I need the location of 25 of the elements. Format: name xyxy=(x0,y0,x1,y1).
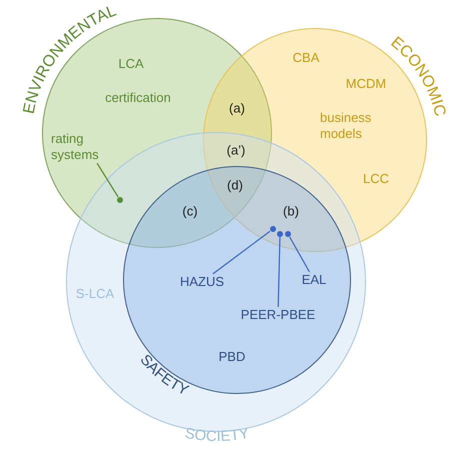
region-label: (a’) xyxy=(226,142,246,158)
leader-dot xyxy=(285,231,291,237)
method-label: S-LCA xyxy=(76,286,114,302)
region-label: (a) xyxy=(229,100,245,116)
leader-line xyxy=(212,230,270,274)
method-label: rating systems xyxy=(51,130,123,164)
method-label: MCDM xyxy=(346,76,386,92)
method-label: CBA xyxy=(292,50,320,66)
method-label: LCC xyxy=(363,170,389,188)
leader-dot xyxy=(270,226,276,232)
leader-line xyxy=(278,236,281,307)
region-label: (b) xyxy=(283,204,299,218)
method-label: HAZUS xyxy=(180,274,224,290)
method-label: PEER-PBEE xyxy=(240,306,316,324)
region-label: (c) xyxy=(182,204,198,218)
leader-dot xyxy=(277,231,283,237)
leader-dot xyxy=(117,197,123,203)
method-label: EAL xyxy=(302,272,326,288)
method-label: PBD xyxy=(218,348,246,366)
method-label: LCA xyxy=(118,56,144,72)
region-label: (d) xyxy=(227,178,243,192)
leader-line xyxy=(289,236,310,272)
method-label: business models xyxy=(320,110,372,142)
circle-heading: SOCIETY xyxy=(184,424,250,446)
leader-line xyxy=(96,162,119,198)
